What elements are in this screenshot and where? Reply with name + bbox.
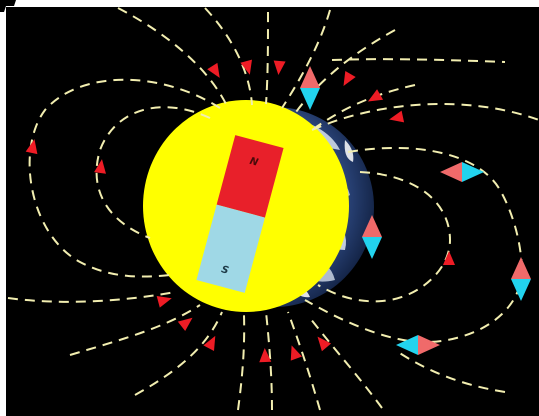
arrowhead-icon bbox=[259, 348, 272, 363]
field-arrows bbox=[25, 59, 455, 363]
arrowhead-icon bbox=[343, 70, 356, 87]
compass-needle-icon bbox=[440, 162, 484, 182]
arrowhead-icon bbox=[240, 59, 252, 75]
field-line bbox=[317, 171, 452, 303]
field-line bbox=[281, 9, 331, 109]
field-line bbox=[331, 58, 506, 63]
arrowhead-icon bbox=[207, 62, 220, 78]
arrowhead-icon bbox=[94, 159, 106, 174]
field-line bbox=[69, 304, 201, 356]
arrowhead-icon bbox=[317, 336, 332, 352]
field-line bbox=[311, 102, 539, 131]
arrowhead-icon bbox=[177, 317, 193, 332]
field-line bbox=[311, 84, 416, 131]
arrowhead-icon bbox=[203, 335, 216, 351]
arrowhead-icon bbox=[156, 296, 172, 308]
field-line bbox=[28, 78, 221, 278]
corner-mark bbox=[0, 0, 16, 12]
compass-needle-icon bbox=[300, 66, 320, 110]
field-line bbox=[304, 284, 521, 344]
compass-needle-icon bbox=[362, 215, 382, 259]
arrowhead-icon bbox=[389, 110, 405, 123]
field-line bbox=[295, 29, 396, 113]
arrowhead-icon bbox=[443, 251, 455, 265]
north-pole-label: N bbox=[248, 156, 260, 169]
arrowhead-icon bbox=[25, 139, 38, 155]
field-line bbox=[204, 7, 253, 106]
arrowhead-icon bbox=[273, 60, 286, 75]
field-line bbox=[394, 349, 506, 393]
field-line bbox=[309, 317, 383, 409]
field-line bbox=[7, 291, 176, 303]
field-line bbox=[134, 311, 223, 396]
compass-needles bbox=[300, 66, 531, 355]
field-line bbox=[265, 11, 269, 105]
arrowhead-icon bbox=[367, 89, 384, 102]
compass-needle-icon bbox=[511, 257, 531, 301]
magnet-south-pole bbox=[196, 204, 265, 293]
arrowhead-icon bbox=[290, 345, 303, 361]
field-line bbox=[95, 106, 211, 239]
field-line bbox=[117, 7, 229, 109]
bar-magnet-icon: N S bbox=[196, 135, 284, 293]
compass-needle-icon bbox=[396, 335, 440, 355]
field-line bbox=[265, 311, 273, 411]
field-line bbox=[287, 311, 321, 411]
magnet-north-pole bbox=[216, 135, 284, 218]
south-pole-label: S bbox=[220, 264, 230, 276]
field-line bbox=[237, 314, 246, 411]
